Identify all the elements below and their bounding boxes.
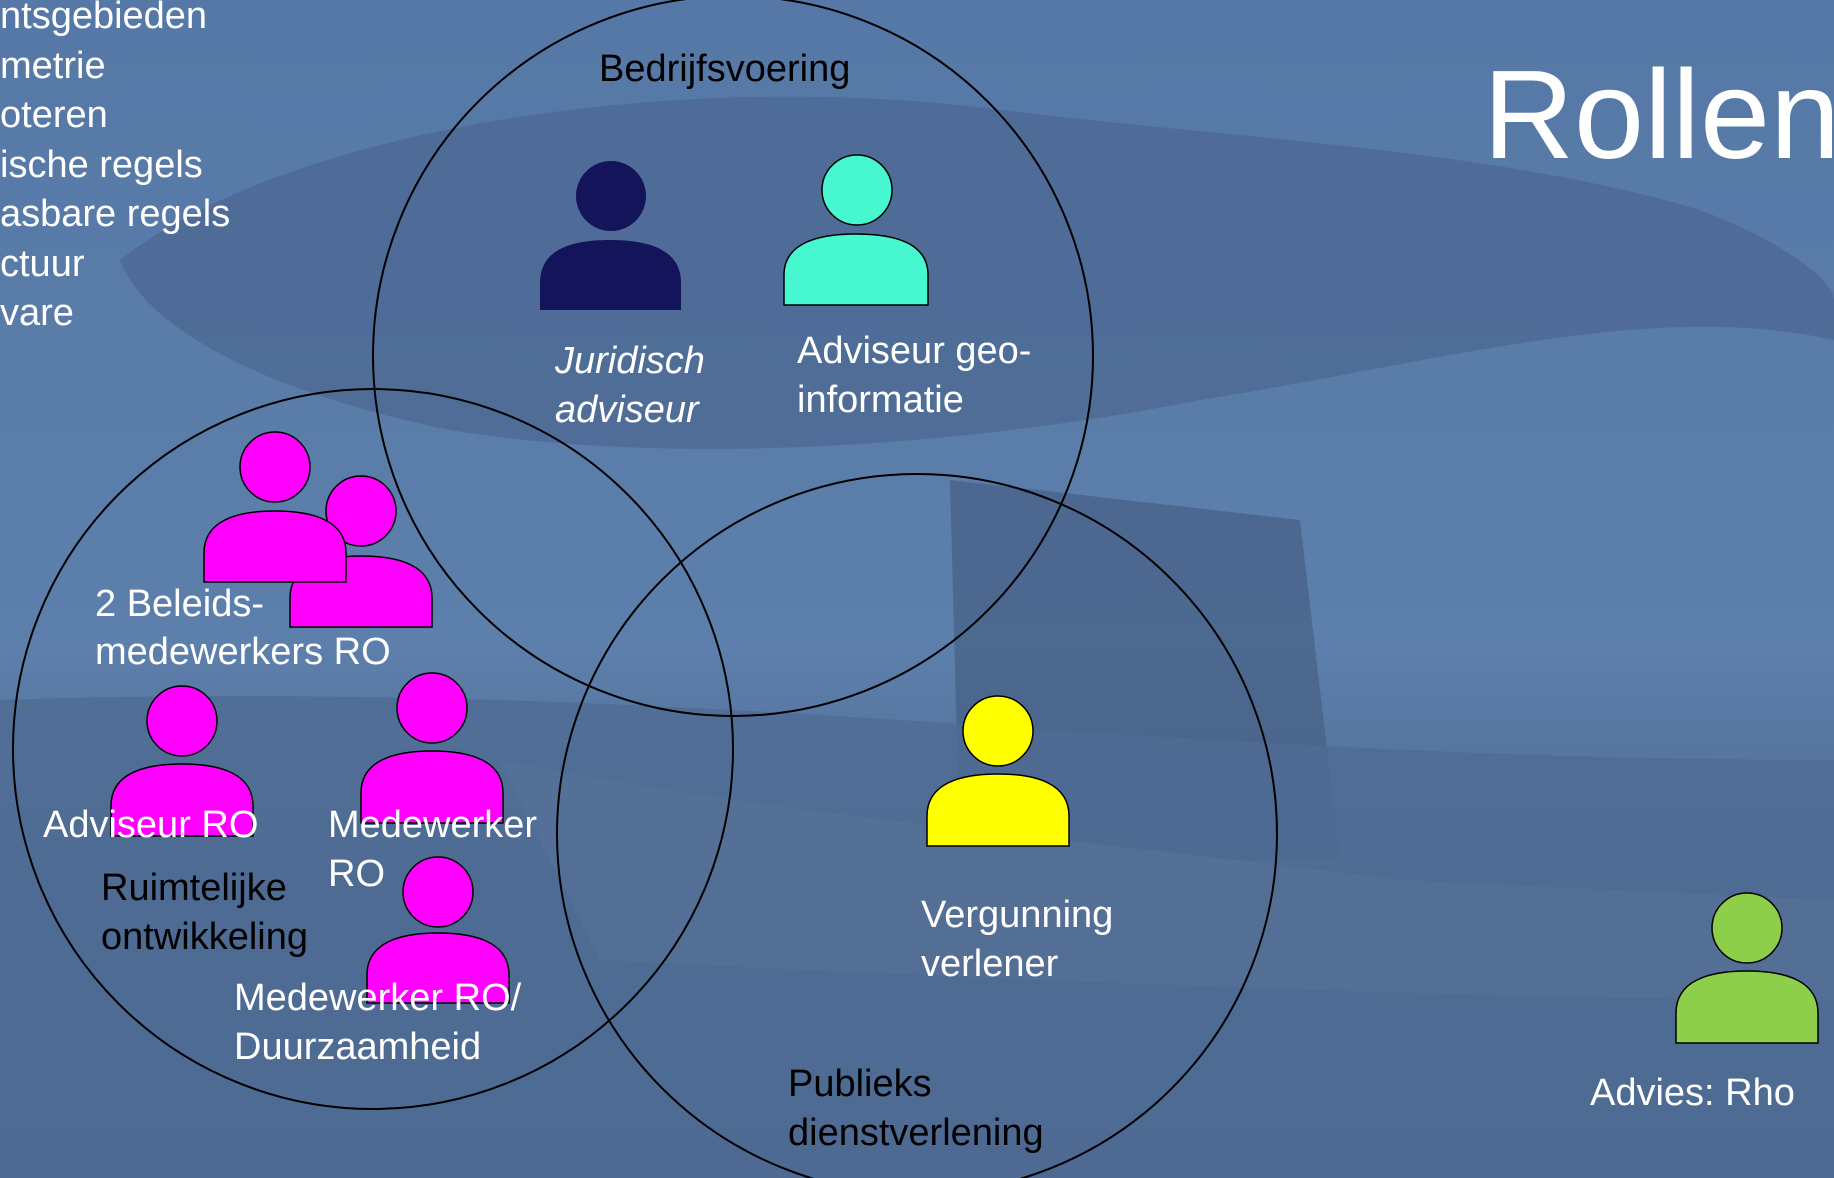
label-adviseur-jur: adviseur (555, 389, 699, 431)
label-adviseur-ro: Adviseur RO (43, 804, 259, 846)
person-icon-medewerker-ro (360, 672, 504, 824)
label-beleidsmedewerkers: medewerkers RO (95, 631, 391, 673)
person-icon-adviseur-ro (110, 685, 254, 837)
circle-ruimtelijke-ontwikkeling (12, 388, 734, 1110)
side-topic-list: ntsgebieden metrie oteren ische regels a… (0, 0, 230, 339)
person-icon-beleidsmedewerker-front (203, 431, 347, 583)
side-item: oteren (0, 94, 108, 136)
label-medewerker-ro: RO (328, 853, 385, 895)
label-informatie: informatie (797, 379, 964, 421)
person-icon-adviseur-geo (783, 154, 929, 306)
label-beleids: 2 Beleids- (95, 583, 264, 625)
label-ruimtelijke: Ruimtelijke (101, 867, 287, 909)
person-icon-juridisch-adviseur (540, 161, 681, 310)
label-juridisch: Juridisch (555, 340, 705, 382)
label-advies-rho: Advies: Rho (1590, 1072, 1795, 1114)
side-item: metrie (0, 44, 106, 87)
label-ontwikkeling: ontwikkeling (101, 916, 308, 958)
side-item: asbare regels (0, 193, 231, 235)
person-icon-rho (1675, 892, 1819, 1044)
side-item: ntsgebieden (0, 0, 208, 37)
slide-title: Rollen (1483, 44, 1834, 185)
person-icon-medewerker-duurzaamheid (366, 856, 510, 1004)
label-adviseur-geo: Adviseur geo- (797, 330, 1032, 372)
person-icon-vergunningverlener (926, 695, 1070, 847)
side-item: vare (0, 292, 74, 334)
label-medewerker-ro-duurzaam: Medewerker RO/ (234, 977, 522, 1019)
side-item: ische regels (0, 143, 203, 186)
label-duurzaamheid: Duurzaamheid (234, 1026, 482, 1068)
circle-publieksdienstverlening (556, 473, 1278, 1178)
label-publieks: Publieks (788, 1063, 932, 1105)
circle-bedrijfsvoering (372, 0, 1094, 717)
side-item: ctuur (0, 242, 85, 285)
label-medewerker: Medewerker (328, 804, 538, 846)
label-bedrijfsvoering: Bedrijfsvoering (599, 48, 851, 90)
label-verlener: verlener (921, 943, 1059, 985)
label-vergunning: Vergunning (921, 894, 1114, 936)
label-dienstverlening: dienstverlening (788, 1112, 1044, 1154)
